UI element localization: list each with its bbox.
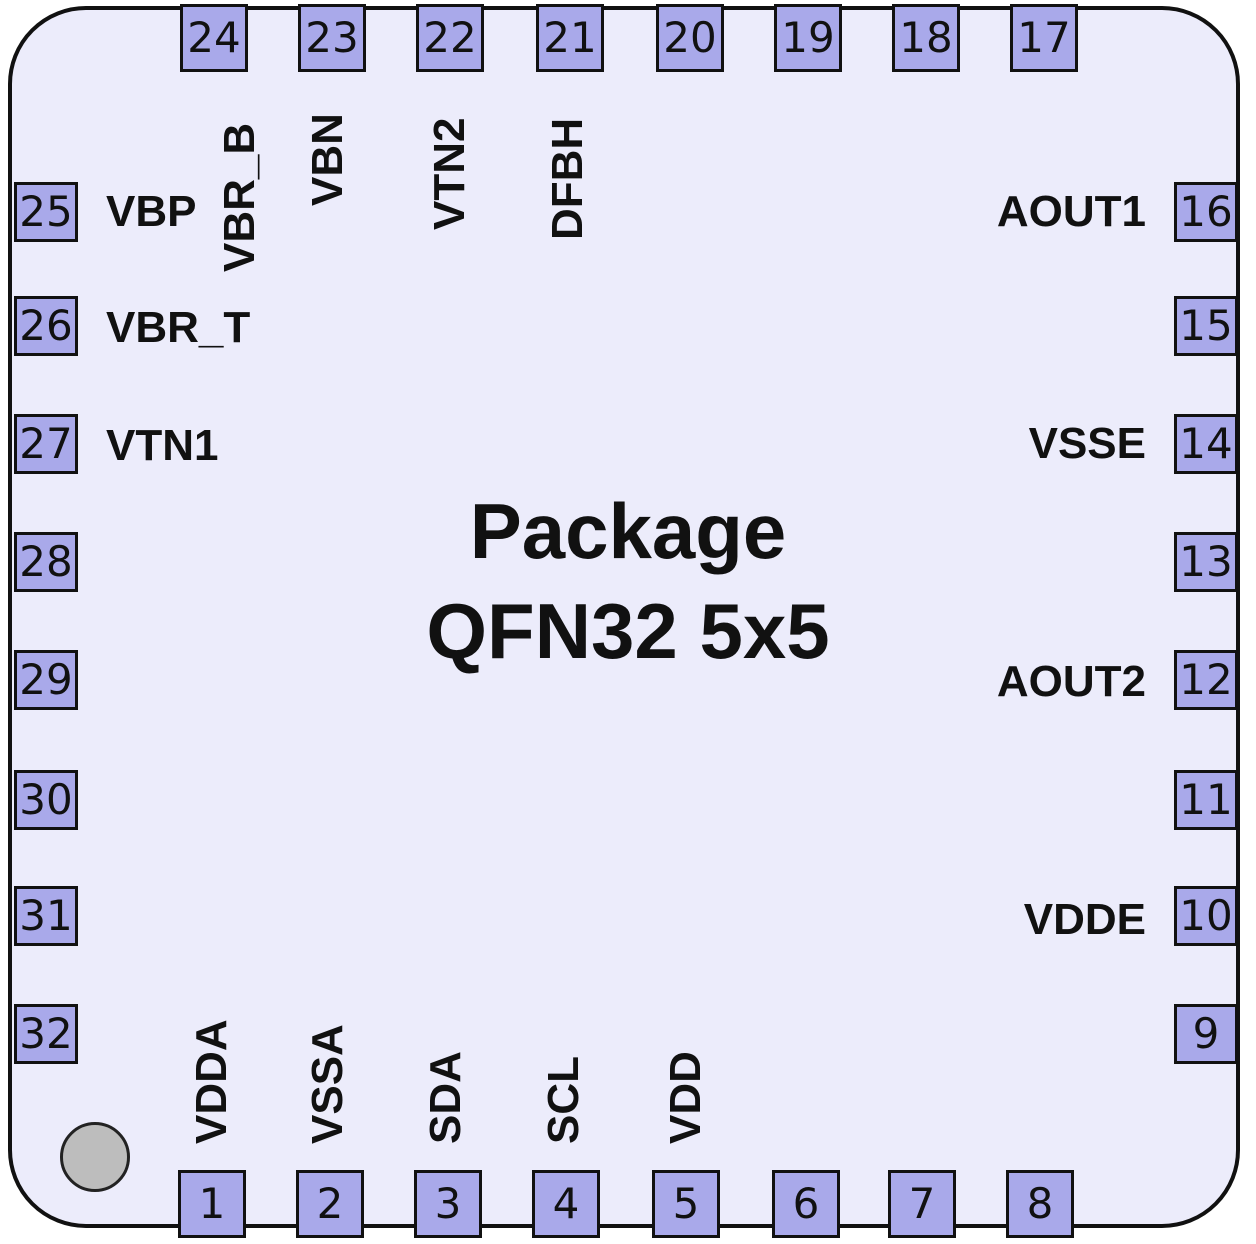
package-title-line2: QFN32 5x5	[426, 587, 830, 675]
signal-label-vbr-b: VBR_B	[215, 122, 264, 272]
signal-label-vsse: VSSE	[1028, 419, 1146, 468]
pin-8: 8	[1006, 1170, 1074, 1238]
pin-30: 30	[14, 770, 78, 830]
signal-label-vssa: VSSA	[303, 1024, 352, 1144]
pin-21: 21	[536, 4, 604, 72]
pin-13: 13	[1174, 532, 1238, 592]
signal-label-sda: SDA	[421, 1051, 470, 1144]
pin1-marker-dot	[60, 1122, 130, 1192]
package-title-line1: Package	[469, 487, 787, 575]
pin-5: 5	[652, 1170, 720, 1238]
pin-10: 10	[1174, 886, 1238, 946]
signal-label-vtn1: VTN1	[106, 421, 219, 470]
pin-16: 16	[1174, 182, 1238, 242]
pin-24: 24	[180, 4, 248, 72]
pin-6: 6	[772, 1170, 840, 1238]
pin-23: 23	[298, 4, 366, 72]
signal-label-vbp: VBP	[106, 187, 197, 236]
pin-32: 32	[14, 1004, 78, 1064]
pin-3: 3	[414, 1170, 482, 1238]
pin-2: 2	[296, 1170, 364, 1238]
pin-20: 20	[656, 4, 724, 72]
pin-9: 9	[1174, 1004, 1238, 1064]
pin-29: 29	[14, 650, 78, 710]
pin-25: 25	[14, 182, 78, 242]
pin-11: 11	[1174, 770, 1238, 830]
pin-28: 28	[14, 532, 78, 592]
signal-label-vbn: VBN	[303, 113, 352, 206]
pin-7: 7	[888, 1170, 956, 1238]
signal-label-vdd: VDD	[661, 1051, 710, 1144]
signal-label-vdde: VDDE	[1023, 895, 1146, 944]
signal-label-vdda: VDDA	[187, 1019, 236, 1144]
pin-26: 26	[14, 296, 78, 356]
pin-18: 18	[892, 4, 960, 72]
signal-label-dfbh: DFBH	[543, 117, 592, 240]
pin-27: 27	[14, 414, 78, 474]
pin-22: 22	[416, 4, 484, 72]
pin-1: 1	[178, 1170, 246, 1238]
signal-label-vtn2: VTN2	[425, 117, 474, 230]
pin-15: 15	[1174, 296, 1238, 356]
pin-17: 17	[1010, 4, 1078, 72]
signal-label-aout1: AOUT1	[996, 187, 1146, 236]
pin-14: 14	[1174, 414, 1238, 474]
signal-label-aout2: AOUT2	[996, 657, 1146, 706]
pin-31: 31	[14, 886, 78, 946]
signal-label-vbr-t: VBR_T	[106, 303, 251, 352]
pin-4: 4	[532, 1170, 600, 1238]
package-body	[8, 6, 1240, 1228]
pin-19: 19	[774, 4, 842, 72]
pin-12: 12	[1174, 650, 1238, 710]
signal-label-scl: SCL	[539, 1056, 588, 1144]
